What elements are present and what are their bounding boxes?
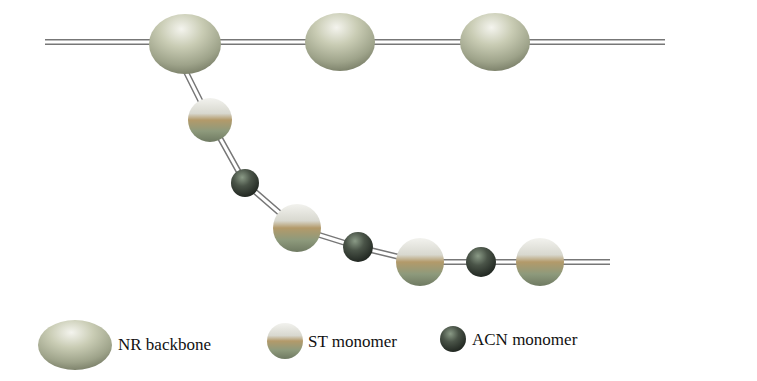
acn-sphere [466, 247, 496, 277]
graft-bond [180, 60, 610, 262]
st-sphere [188, 98, 232, 142]
nr-legend-sample [38, 320, 112, 370]
st-sphere [516, 238, 564, 286]
legend-label: ACN monomer [472, 330, 577, 349]
st-sphere [273, 204, 321, 252]
acn-sphere [231, 169, 259, 197]
st-sphere [396, 238, 444, 286]
nr-backbone-units [149, 13, 530, 74]
graft-bond [180, 60, 610, 262]
nr-sphere [149, 14, 221, 74]
acn-legend-sample [440, 326, 466, 352]
st-legend-sample [267, 323, 303, 359]
acn-sphere [343, 232, 373, 262]
legend-label: NR backbone [118, 335, 211, 354]
bonds [45, 42, 665, 262]
legend-entry: ST monomer [308, 333, 397, 350]
legend-samples [38, 320, 466, 370]
nr-sphere [460, 13, 530, 71]
legend-label: ST monomer [308, 332, 397, 351]
graft-chain-units [188, 98, 564, 286]
legend-entry: NR backbone [118, 336, 211, 353]
legend-entry: ACN monomer [472, 331, 577, 348]
nr-sphere [305, 13, 375, 71]
